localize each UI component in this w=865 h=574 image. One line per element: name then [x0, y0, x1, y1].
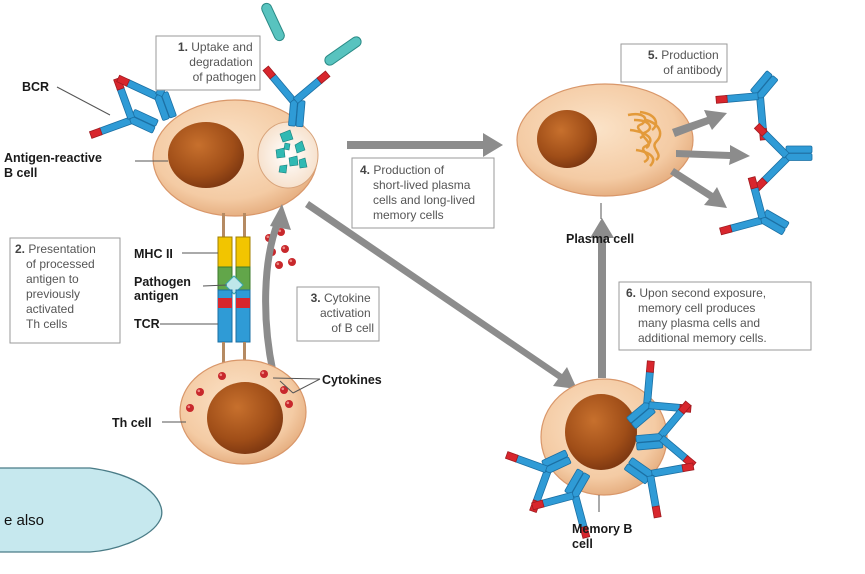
th-cell-label: Th cell	[112, 416, 152, 430]
rough-er-icon	[627, 110, 662, 167]
step-5-text: 5. Production of antibody	[648, 48, 722, 77]
step-4-text: 4. Production of short-lived plasma cell…	[360, 163, 478, 222]
arrow-memory-to-plasma	[590, 218, 614, 378]
step-6-text: 6. Upon second exposure, memory cell pro…	[626, 286, 769, 345]
b-cell-nucleus	[168, 122, 244, 188]
memory-b-label-line1: Memory B	[572, 522, 632, 536]
tcr-left	[217, 289, 233, 343]
plasma-cell-nucleus	[537, 110, 597, 168]
step-5-box	[620, 43, 728, 83]
antigen-reactive-label-line2: B cell	[4, 166, 37, 180]
step-2-text: 2. Presentation of processed antigen to …	[15, 242, 99, 331]
step-2-box	[9, 237, 121, 344]
mhc-ii-right	[235, 236, 251, 268]
callout-bubble: e also	[0, 467, 163, 553]
arrow-to-plasma-cell	[347, 133, 503, 157]
cytokine-activation-arrow	[262, 220, 282, 373]
step-6-box	[618, 281, 812, 351]
arrow-to-memory-cell	[305, 201, 577, 389]
antibody-arrow-upper	[672, 110, 727, 137]
step-1-text: 1. Uptake and degradation of pathogen	[178, 40, 256, 84]
pathogen-antigen-label-line2: antigen	[134, 289, 178, 303]
mhc-ii-label: MHC II	[134, 247, 173, 261]
step-1-box	[155, 35, 261, 91]
pathogen-antigen-label-line1: Pathogen	[134, 275, 191, 289]
step-3-box	[296, 286, 380, 342]
plasma-cell	[516, 83, 694, 197]
memory-b-label-line2: cell	[572, 537, 593, 551]
antibody-arrow-lower	[670, 168, 727, 208]
mhc-tcr-complex	[217, 213, 251, 364]
mhc-ii-left	[217, 236, 233, 268]
pathogen-icon	[261, 2, 362, 66]
pathogen-vesicle	[257, 121, 319, 189]
step-4-box	[351, 157, 495, 229]
bcr-label: BCR	[22, 80, 49, 94]
th-cell-nucleus	[207, 382, 283, 454]
plasma-cell-label: Plasma cell	[566, 232, 634, 246]
th-cell	[179, 359, 307, 465]
tcr-right	[235, 289, 251, 343]
antigen-reactive-b-cell	[152, 99, 319, 217]
degraded-pathogen-fragments-icon	[275, 129, 308, 174]
callout-text: e also	[4, 512, 44, 529]
secreted-antibody-middle-icon	[753, 122, 813, 192]
step-3-text: 3. Cytokine activation of B cell	[311, 291, 374, 335]
cytokines-label: Cytokines	[322, 373, 382, 387]
memory-cell-nucleus	[565, 394, 637, 470]
antigen-reactive-label-line1: Antigen-reactive	[4, 151, 102, 165]
antibody-arrow-middle	[676, 145, 750, 165]
tcr-label: TCR	[134, 317, 160, 331]
